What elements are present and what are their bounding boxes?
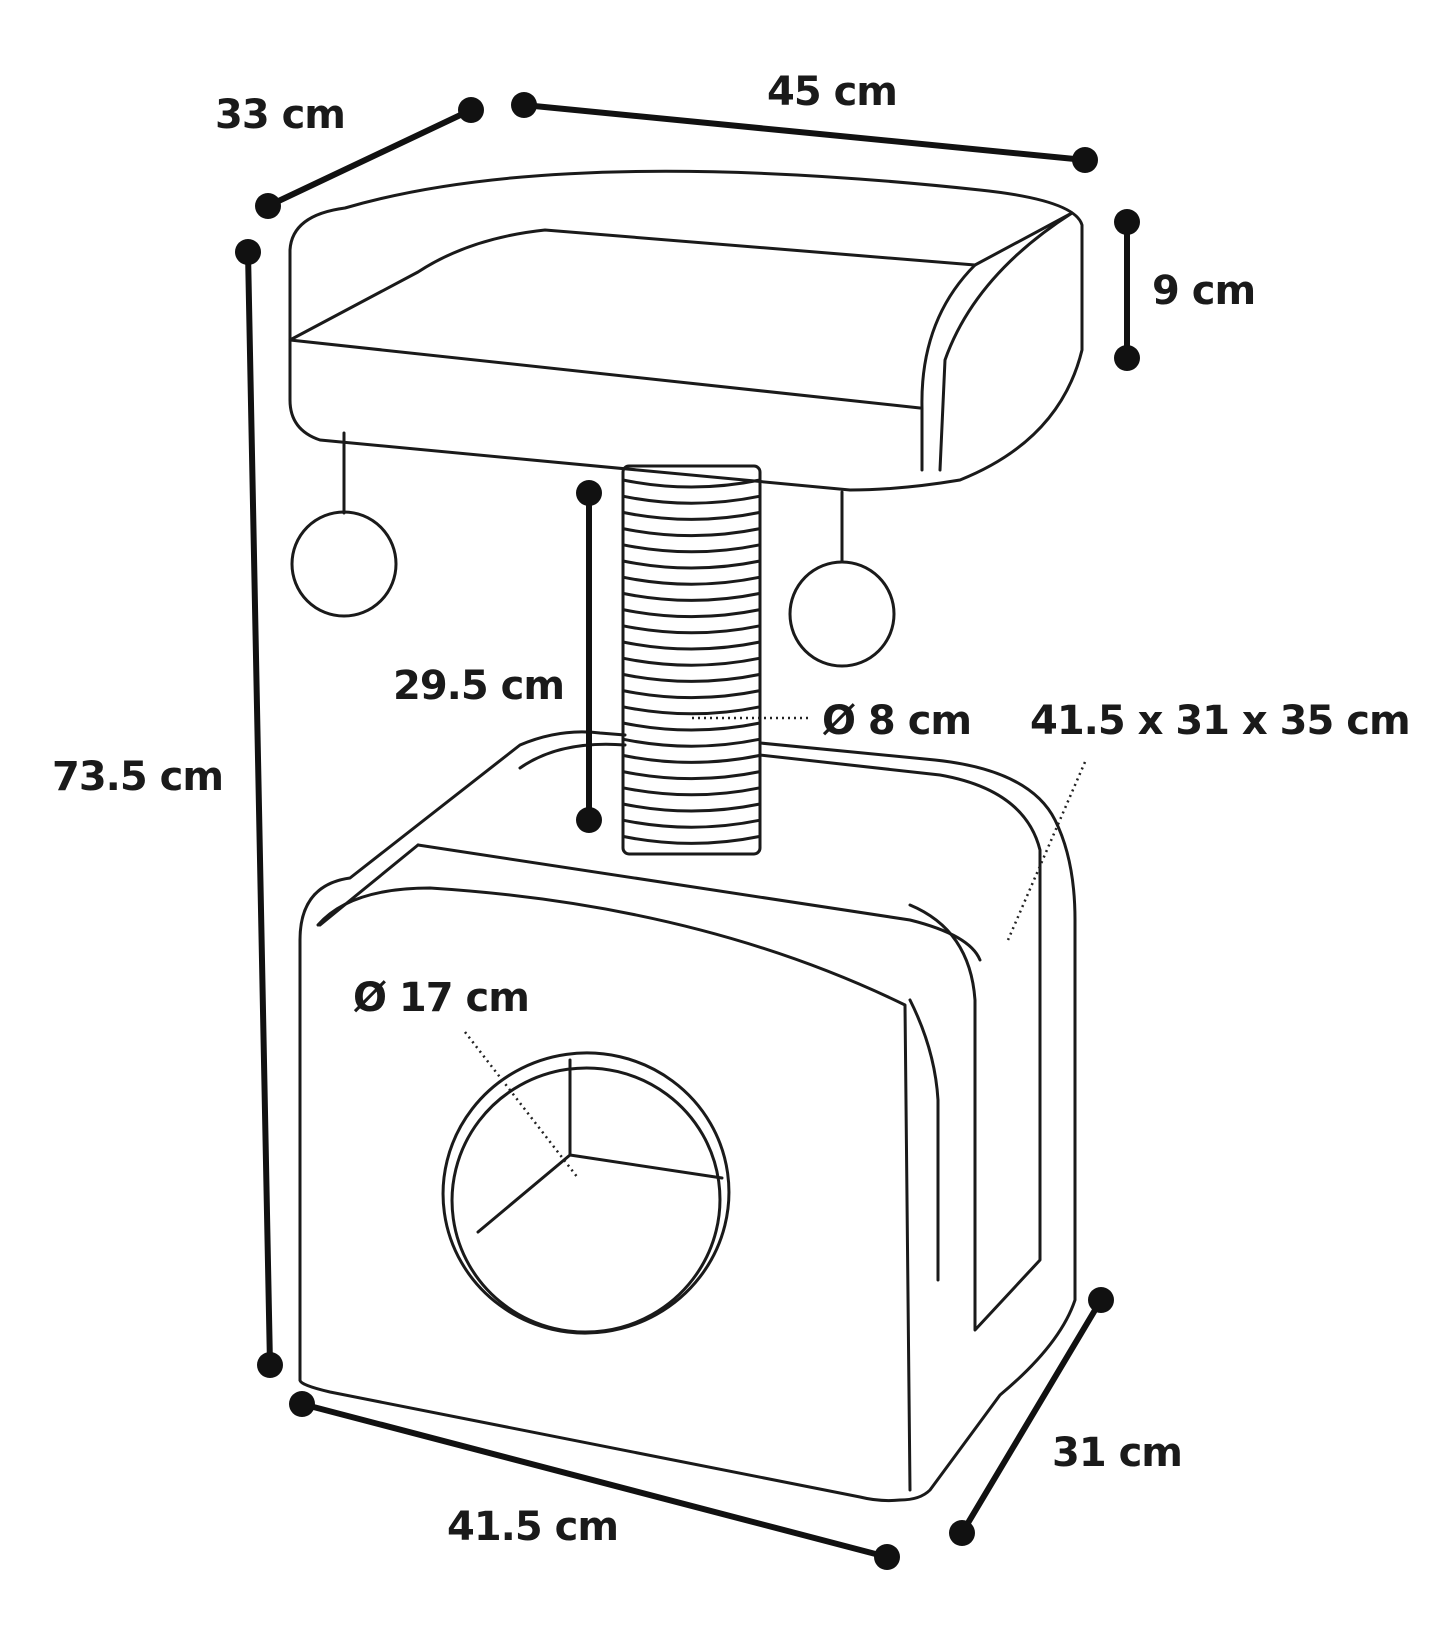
post-ring bbox=[621, 672, 762, 683]
post-ring bbox=[621, 705, 762, 716]
post-ring bbox=[621, 559, 762, 570]
total-height-label: 73.5 cm bbox=[52, 754, 224, 800]
cave-size-label: 41.5 x 31 x 35 cm bbox=[1030, 698, 1411, 744]
post-ring bbox=[621, 624, 762, 635]
top-width-label: 45 cm bbox=[767, 69, 898, 115]
post-ring bbox=[621, 818, 762, 829]
post-diameter-label: Ø 8 cm bbox=[822, 698, 972, 744]
hole-diameter-label: Ø 17 cm bbox=[353, 975, 530, 1021]
top-height-label: 9 cm bbox=[1152, 268, 1256, 314]
post-ring bbox=[621, 834, 762, 845]
post-ring bbox=[621, 753, 762, 764]
dimension-lines bbox=[235, 92, 1140, 1570]
post-ring bbox=[621, 689, 762, 700]
sisal-post bbox=[621, 464, 762, 856]
post-ring bbox=[621, 575, 762, 586]
top-platform bbox=[288, 169, 1084, 492]
post-ring bbox=[621, 770, 762, 781]
hanging-toy-right bbox=[788, 490, 896, 668]
post-ring bbox=[621, 786, 762, 797]
post-ring bbox=[621, 543, 762, 554]
top-depth-label: 33 cm bbox=[215, 92, 346, 138]
post-ring bbox=[621, 656, 762, 667]
post-ring bbox=[621, 494, 762, 505]
hanging-toy-left bbox=[290, 431, 398, 618]
base-width-label: 41.5 cm bbox=[447, 1504, 619, 1550]
post-ring bbox=[621, 510, 762, 521]
post-ring bbox=[621, 640, 762, 651]
post-ring bbox=[621, 527, 762, 538]
post-ring bbox=[621, 802, 762, 813]
post-ring bbox=[621, 721, 762, 732]
cat-cave bbox=[298, 730, 1077, 1503]
post-ring bbox=[621, 608, 762, 619]
post-ring bbox=[621, 737, 762, 748]
post-ring bbox=[621, 591, 762, 602]
base-depth-label: 31 cm bbox=[1052, 1430, 1183, 1476]
post-ring bbox=[621, 478, 762, 489]
post-height-label: 29.5 cm bbox=[393, 663, 565, 709]
